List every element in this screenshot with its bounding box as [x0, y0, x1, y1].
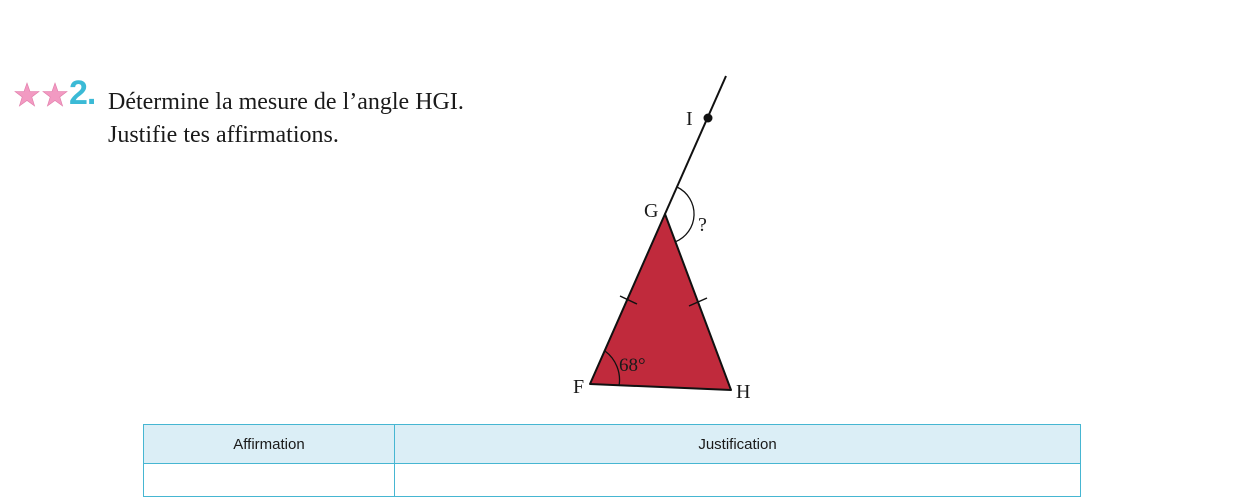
exercise-instructions: Détermine la mesure de l’angle HGI. Just…	[108, 86, 464, 152]
tick-mark-gh	[688, 297, 708, 307]
difficulty-stars-icon	[14, 82, 68, 107]
label-f: F	[573, 376, 584, 398]
label-i: I	[686, 108, 693, 130]
instruction-line-1: Détermine la mesure de l’angle HGI.	[108, 89, 464, 115]
label-angle-f: 68°	[619, 355, 646, 376]
angle-arc-f	[604, 350, 621, 387]
tick-mark-fg	[619, 295, 638, 305]
label-g: G	[644, 200, 658, 222]
justification-cell[interactable]	[394, 463, 1081, 497]
triangle-fgh	[589, 213, 732, 391]
point-i	[703, 113, 713, 123]
geometry-figure: I G ? 68° F H	[573, 75, 750, 403]
star-icon	[14, 82, 40, 107]
instruction-line-2: Justifie tes affirmations.	[108, 122, 339, 148]
answer-table: Affirmation Justification	[143, 424, 1081, 497]
label-h: H	[736, 381, 750, 403]
table-row	[143, 463, 1081, 497]
ray-gi	[664, 75, 727, 215]
angle-arc-hgi	[674, 186, 695, 243]
table-header-row: Affirmation Justification	[143, 424, 1081, 464]
header-affirmation: Affirmation	[143, 424, 395, 464]
label-unknown-angle: ?	[698, 214, 707, 236]
header-justification: Justification	[394, 424, 1081, 464]
exercise-number: 2.	[69, 74, 96, 112]
star-icon	[42, 82, 68, 107]
affirmation-cell[interactable]	[143, 463, 395, 497]
